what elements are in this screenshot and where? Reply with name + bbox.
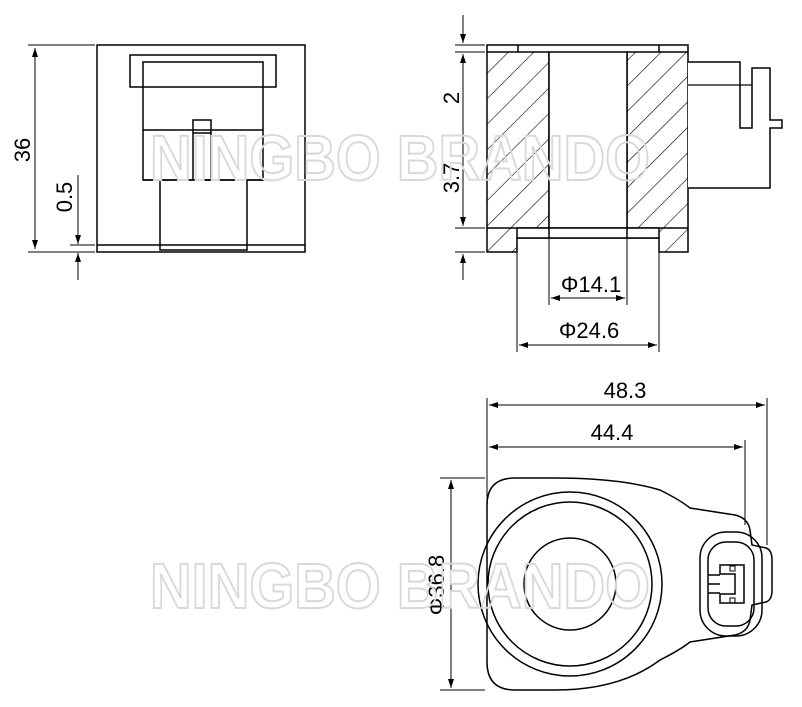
section-diameter-dimensions [516,238,660,352]
front-latch [192,119,212,181]
dim-base-diameter-label: Φ24.6 [559,318,619,343]
section-step-dimensions [455,15,485,280]
section-connector [688,61,783,189]
top-width-dimensions [486,398,768,545]
top-view [477,477,773,691]
top-diameter-dimension [440,477,485,691]
dim-gap-label: 0.5 [52,182,77,213]
dim-bottom-step-label: 3.7 [439,163,464,194]
section-bore [548,51,628,229]
front-gap-dimension [70,175,95,280]
coil-bore [523,537,617,631]
coil-outer-ring [477,491,663,677]
dim-coil-diameter-label: Φ36.8 [424,555,449,615]
dim-height-label: 36 [10,138,35,162]
front-view [96,44,306,253]
top-body-outline [486,477,773,691]
dim-body-width-label: 44.4 [591,420,634,445]
front-height-dimension [28,44,95,253]
dim-top-step-label: 2 [439,92,464,104]
front-body-outline [96,44,306,253]
section-view [486,44,783,253]
connector-face [699,531,763,637]
front-connector-outline [129,54,277,88]
pin-top [729,565,736,572]
dim-bore-diameter-label: Φ14.1 [561,272,621,297]
watermark-bottom: NINGBO BRANDO [150,550,650,622]
pin-bottom [729,597,736,604]
watermark-top: NINGBO BRANDO [150,122,650,194]
dim-overall-width-label: 48.3 [604,378,647,403]
